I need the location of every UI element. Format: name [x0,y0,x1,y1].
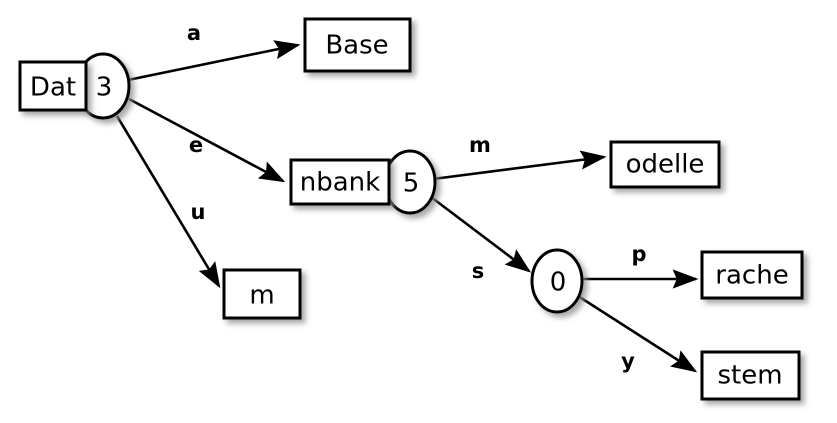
edge-s-line [430,195,532,273]
node-m[interactable]: m [222,268,302,320]
edge-y[interactable]: y [577,294,698,373]
edges-layer: a e u m s p [115,21,699,373]
edge-s-label: s [472,259,485,283]
node-dat-label: Dat [30,73,76,103]
node-stem-label: stem [717,361,782,391]
node-stem-rect [700,350,801,401]
node-3-label: 3 [96,73,113,103]
edge-m[interactable]: m [432,133,607,181]
node-0[interactable]: 0 [530,248,584,314]
node-0-label: 0 [550,268,567,298]
node-dat[interactable]: Dat [18,60,88,112]
edge-u-line [115,115,221,289]
node-rache-rect [700,250,804,300]
node-nbank[interactable]: nbank [289,158,391,206]
nodes-layer: 3 Dat Base 5 nbank [18,17,804,401]
node-rache[interactable]: rache [700,250,804,300]
edge-s[interactable]: s [430,195,532,283]
node-nbank-rect [289,158,391,206]
node-nbank-label: nbank [300,168,380,198]
edge-a-label: a [187,21,201,45]
edge-p[interactable]: p [582,242,699,289]
edge-m-label: m [469,133,491,157]
node-5[interactable]: 5 [383,149,437,215]
edge-e-line [128,97,286,183]
edge-a-line [127,40,301,82]
node-rache-label: rache [715,261,788,291]
node-base-rect [303,17,412,73]
edge-u-label: u [191,200,206,224]
edge-m-line [432,150,607,181]
node-odelle[interactable]: odelle [609,140,721,189]
node-3[interactable]: 3 [75,52,131,120]
edge-y-label: y [621,349,635,373]
node-base[interactable]: Base [303,17,412,73]
node-m-rect [222,268,302,320]
edge-e-label: e [189,133,203,157]
node-odelle-label: odelle [626,150,705,180]
node-base-label: Base [325,31,388,61]
edge-u[interactable]: u [115,115,221,289]
edge-a[interactable]: a [127,21,301,82]
node-stem[interactable]: stem [700,350,801,401]
node-dat-rect [18,60,88,112]
edge-y-line [577,294,698,373]
node-5-label: 5 [403,169,420,199]
node-odelle-rect [609,140,721,189]
edge-p-label: p [631,242,646,266]
edge-e[interactable]: e [128,97,286,183]
node-0-ellipse [530,248,584,314]
node-m-label: m [249,281,274,311]
